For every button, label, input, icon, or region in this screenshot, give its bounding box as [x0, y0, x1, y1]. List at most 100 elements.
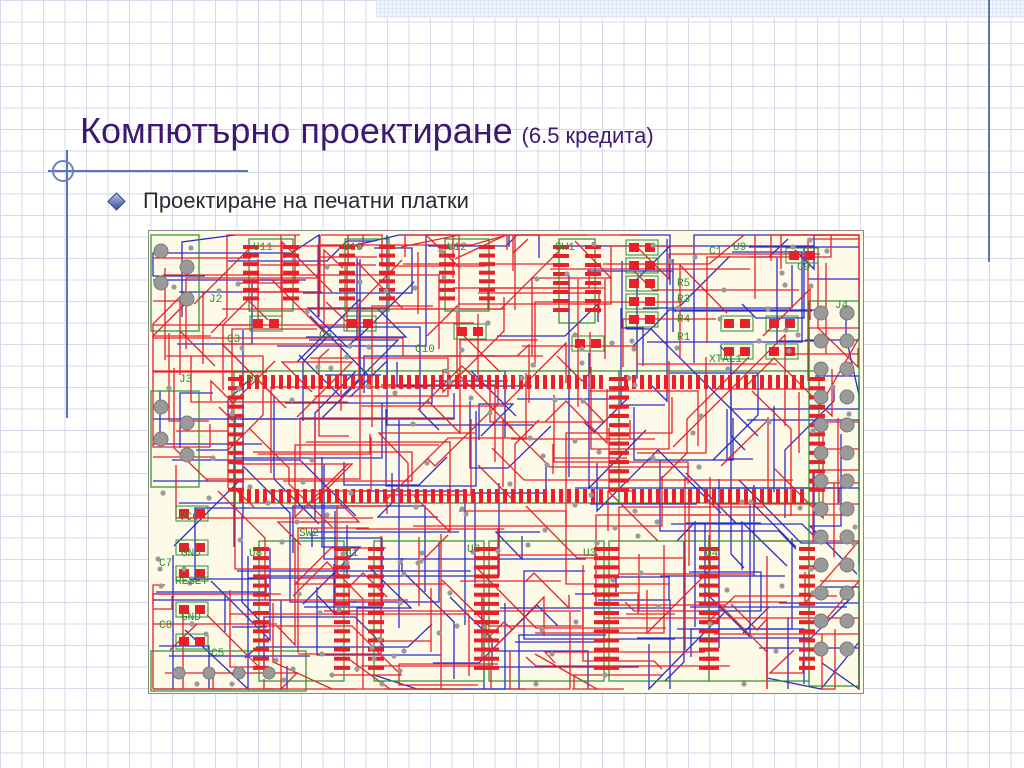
through-hole-pad: [202, 666, 216, 680]
pad: [479, 270, 495, 275]
pad: [228, 413, 244, 418]
via: [564, 271, 570, 277]
pad: [228, 404, 244, 409]
pcb-label: C1: [709, 246, 723, 258]
pad: [784, 375, 788, 389]
smd-outline: [175, 505, 209, 522]
smd-pad: [740, 319, 750, 328]
pcb-trace: [688, 496, 710, 566]
via: [436, 630, 442, 636]
pad: [792, 489, 796, 503]
pad: [760, 489, 764, 503]
pad: [656, 375, 660, 389]
via: [580, 398, 586, 404]
pad: [255, 375, 259, 389]
pad: [511, 375, 515, 389]
via: [830, 384, 836, 390]
pad: [594, 565, 610, 570]
pad: [474, 611, 490, 615]
pad: [495, 375, 499, 389]
via: [391, 653, 397, 659]
pcb-trace: [206, 590, 261, 668]
via: [336, 607, 342, 613]
pad: [379, 279, 395, 284]
pad: [439, 270, 455, 275]
pcb-label: U4: [705, 548, 719, 560]
pcb-label: VCC: [179, 512, 199, 524]
pad: [688, 375, 692, 389]
pcb-trace: [445, 343, 530, 403]
pad: [253, 547, 269, 551]
pcb-trace: [819, 580, 861, 627]
pcb-trace: [646, 477, 711, 635]
via: [157, 566, 163, 572]
through-hole-pad: [813, 613, 829, 629]
via: [189, 621, 195, 627]
via: [539, 626, 545, 632]
smd-pad: [363, 319, 373, 328]
pad: [391, 489, 395, 503]
via: [507, 481, 513, 487]
pad: [603, 647, 619, 652]
via: [236, 386, 242, 392]
pad: [283, 245, 299, 249]
pad: [632, 489, 636, 503]
via: [650, 242, 656, 248]
via: [549, 651, 555, 657]
via: [519, 375, 525, 381]
pcb-trace: [491, 447, 793, 481]
pad: [368, 620, 384, 625]
diamond-bullet-icon: [107, 191, 126, 211]
smd-pad: [269, 319, 279, 328]
via: [296, 591, 302, 597]
through-hole-pad: [839, 473, 855, 489]
via: [166, 385, 172, 391]
smd-pad: [769, 319, 779, 328]
pad: [575, 375, 579, 389]
left-vertical-rule: [66, 150, 68, 418]
pad: [379, 245, 395, 249]
pad: [640, 489, 644, 503]
via: [573, 619, 579, 625]
pad: [809, 413, 825, 418]
pcb-trace: [210, 360, 276, 404]
pad: [585, 281, 601, 285]
through-hole-pad: [813, 389, 829, 405]
smd-pad: [195, 569, 205, 578]
pad: [263, 375, 267, 389]
pad: [483, 629, 499, 634]
smd-outline: [175, 601, 209, 618]
smd-pad: [629, 315, 639, 324]
pcb-trace: [361, 665, 492, 689]
pcb-trace: [615, 576, 670, 600]
via: [383, 288, 389, 294]
pad: [703, 656, 719, 661]
pcb-trace: [552, 444, 627, 474]
smd-pad: [785, 319, 795, 328]
pcb-label: C3: [227, 334, 240, 346]
via: [160, 490, 166, 496]
pcb-trace: [300, 505, 384, 579]
via: [237, 537, 243, 543]
pad: [334, 665, 350, 670]
pad: [594, 556, 610, 561]
pad: [712, 375, 716, 389]
smd-pad: [645, 243, 655, 252]
pad: [339, 245, 355, 249]
pad: [253, 611, 269, 615]
pad: [744, 375, 748, 389]
via: [485, 320, 491, 326]
pcb-trace: [321, 234, 486, 267]
pad: [648, 489, 652, 503]
pad: [809, 386, 825, 391]
pad: [527, 489, 531, 503]
pad: [253, 556, 269, 561]
pad: [603, 556, 619, 561]
pad: [423, 489, 427, 503]
pad: [483, 565, 499, 570]
through-hole-pad: [839, 501, 855, 517]
pad: [656, 489, 660, 503]
pad: [613, 395, 629, 400]
via: [572, 502, 578, 508]
via: [229, 681, 235, 687]
